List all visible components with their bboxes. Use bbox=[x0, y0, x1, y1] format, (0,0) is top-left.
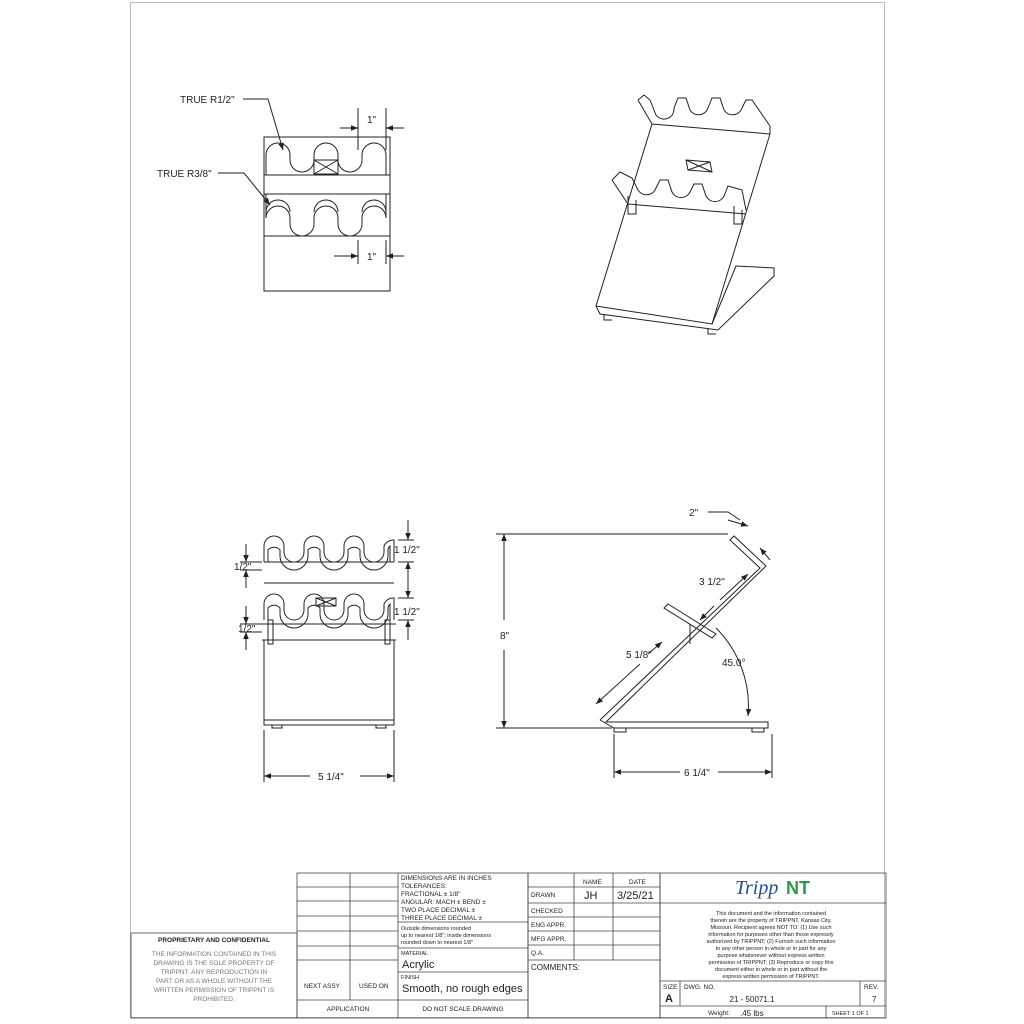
size-value: A bbox=[665, 993, 673, 1005]
isometric-view bbox=[595, 94, 775, 335]
prop-line-4: PART OR AS A WHOLE WITHOUT THE bbox=[156, 978, 273, 985]
front-top-profile bbox=[263, 535, 395, 563]
side-view bbox=[496, 511, 773, 778]
iso-base bbox=[595, 265, 775, 331]
application-label: APPLICATION bbox=[327, 1006, 370, 1013]
svg-text:NT: NT bbox=[786, 878, 810, 898]
leader-r12 bbox=[243, 98, 284, 151]
rev-label: REV. bbox=[864, 984, 879, 991]
finish-label: FINISH bbox=[401, 975, 419, 981]
notice-line-6: to any other person in whole or in part … bbox=[716, 946, 827, 952]
notice-line-9: document either in whole or in part with… bbox=[715, 967, 828, 973]
svg-text:Tripp: Tripp bbox=[735, 877, 778, 899]
notice-line-10: express written permission of TRIPPNT. bbox=[722, 974, 820, 980]
label-true-r38: TRUE R3/8" bbox=[157, 169, 212, 180]
rounding-note-3: rounded down to nearest 1/8" bbox=[401, 940, 473, 946]
tol-angular: ANGULAR: MACH ± BEND ± bbox=[401, 899, 486, 906]
material-label: MATERIAL bbox=[401, 951, 428, 957]
notice-line-4: information for purposes other than thos… bbox=[708, 932, 834, 938]
rounding-note-2: up to nearest 1/8"; inside dimensions bbox=[401, 933, 491, 939]
dwg-no-label: DWG. NO. bbox=[684, 984, 715, 991]
prop-line-5: WRITTEN PERMISSION OF TRIPPNT IS bbox=[154, 987, 275, 994]
dim-top-1in: 1" bbox=[367, 115, 377, 126]
do-not-scale: DO NOT SCALE DRAWING bbox=[422, 1006, 503, 1013]
front-base-plate bbox=[263, 719, 395, 726]
title-block bbox=[130, 872, 887, 1019]
eng-appr-label: ENG APPR. bbox=[531, 922, 566, 929]
dim-base: 6 1/4" bbox=[684, 768, 710, 779]
trippnt-logo: Tripp NT bbox=[735, 877, 810, 899]
material-value: Acrylic bbox=[402, 959, 435, 971]
iso-top-slots bbox=[637, 94, 771, 134]
dwg-no-value: 21 - 50071.1 bbox=[730, 995, 775, 1004]
drawn-label: DRAWN bbox=[531, 892, 556, 899]
drawn-name: JH bbox=[584, 890, 598, 902]
finish-value: Smooth, no rough edges bbox=[402, 983, 523, 995]
side-shelf bbox=[663, 603, 717, 639]
face-outline bbox=[263, 136, 391, 292]
dim-lip: 2" bbox=[689, 508, 699, 519]
dim-bottom-1in: 1" bbox=[367, 252, 377, 263]
prop-line-3: TRIPPNT. ANY REPRODUCTION IN bbox=[161, 969, 268, 976]
prop-title: PROPRIETARY AND CONFIDENTIAL bbox=[158, 937, 270, 944]
notice-line-7: purpose whatsoever without express writt… bbox=[718, 953, 825, 959]
dim-gap-upper: 1/2" bbox=[234, 562, 252, 573]
dim-lower-slot: 1 1/2" bbox=[394, 607, 420, 618]
dims-in-inches: DIMENSIONS ARE IN INCHES bbox=[401, 875, 492, 882]
dim-upper-panel: 3 1/2" bbox=[699, 577, 725, 588]
upper-slot-edge bbox=[265, 142, 387, 175]
dim-height: 8" bbox=[500, 631, 510, 642]
dim-angle: 45.0° bbox=[722, 658, 745, 669]
drawn-date: 3/25/21 bbox=[617, 890, 654, 902]
lower-slot-edge bbox=[265, 194, 387, 237]
center-window-cross bbox=[313, 159, 339, 175]
side-profile bbox=[599, 535, 769, 729]
prop-line-6: PROHIBITED. bbox=[193, 996, 235, 1003]
front-mid-profile bbox=[263, 593, 395, 621]
next-assy-label: NEXT ASSY bbox=[304, 983, 341, 990]
tol-two-place: TWO PLACE DECIMAL ± bbox=[401, 907, 476, 914]
center-window bbox=[313, 159, 339, 175]
dim-gap-lower: 1/2" bbox=[238, 624, 256, 635]
front-view bbox=[240, 520, 414, 782]
rounding-note-1: Outside dimensions rounded bbox=[401, 926, 471, 932]
sheet-count: SHEET 1 OF 1 bbox=[832, 1011, 869, 1017]
prop-line-2: DRAWING IS THE SOLE PROPERTY OF bbox=[153, 960, 274, 967]
dim-upper-slot: 1 1/2" bbox=[394, 545, 420, 556]
tol-three-place: THREE PLACE DECIMAL ± bbox=[401, 915, 482, 922]
mfg-appr-label: MFG APPR. bbox=[531, 936, 567, 943]
leader-r38 bbox=[218, 172, 271, 206]
size-label: SIZE bbox=[663, 984, 678, 991]
weight-label: Weight: bbox=[708, 1010, 730, 1017]
tol-fractional: FRACTIONAL ± 1/8" bbox=[401, 891, 461, 898]
angle-arc bbox=[715, 627, 752, 717]
prop-line-1: THE INFORMATION CONTAINED IN THIS bbox=[152, 951, 277, 958]
comments-label: COMMENTS: bbox=[531, 963, 580, 972]
used-on-label: USED ON bbox=[359, 983, 389, 990]
name-header: NAME bbox=[583, 879, 602, 886]
dim-width: 5 1/4" bbox=[318, 772, 344, 783]
notice-line-8: permission of TRIPPNT; (3) Reproduce or … bbox=[709, 960, 834, 966]
notice-line-3: Missouri. Recipient agrees NOT TO: (1) U… bbox=[710, 925, 831, 931]
dim-lower-panel: 5 1/8" bbox=[626, 650, 652, 661]
checked-label: CHECKED bbox=[531, 908, 563, 915]
notice-line-2: therein are the property of TRIPPNT, Kan… bbox=[710, 918, 832, 924]
iso-mid-shelf bbox=[611, 171, 747, 211]
iso-main-panel bbox=[595, 123, 771, 325]
notice-line-1: This document and the information contai… bbox=[716, 911, 826, 917]
date-header: DATE bbox=[629, 879, 647, 886]
label-true-r12: TRUE R1/2" bbox=[180, 95, 235, 106]
drawing-sheet-border bbox=[130, 2, 885, 1018]
notice-line-5: authorized by TRIPPNT; (2) Furnish such … bbox=[707, 939, 836, 945]
weight-value: .45 lbs bbox=[740, 1009, 764, 1018]
rev-value: 7 bbox=[872, 995, 877, 1004]
tolerances-label: TOLERANCES: bbox=[401, 883, 447, 890]
qa-label: Q.A. bbox=[531, 950, 544, 957]
face-view bbox=[218, 98, 404, 292]
